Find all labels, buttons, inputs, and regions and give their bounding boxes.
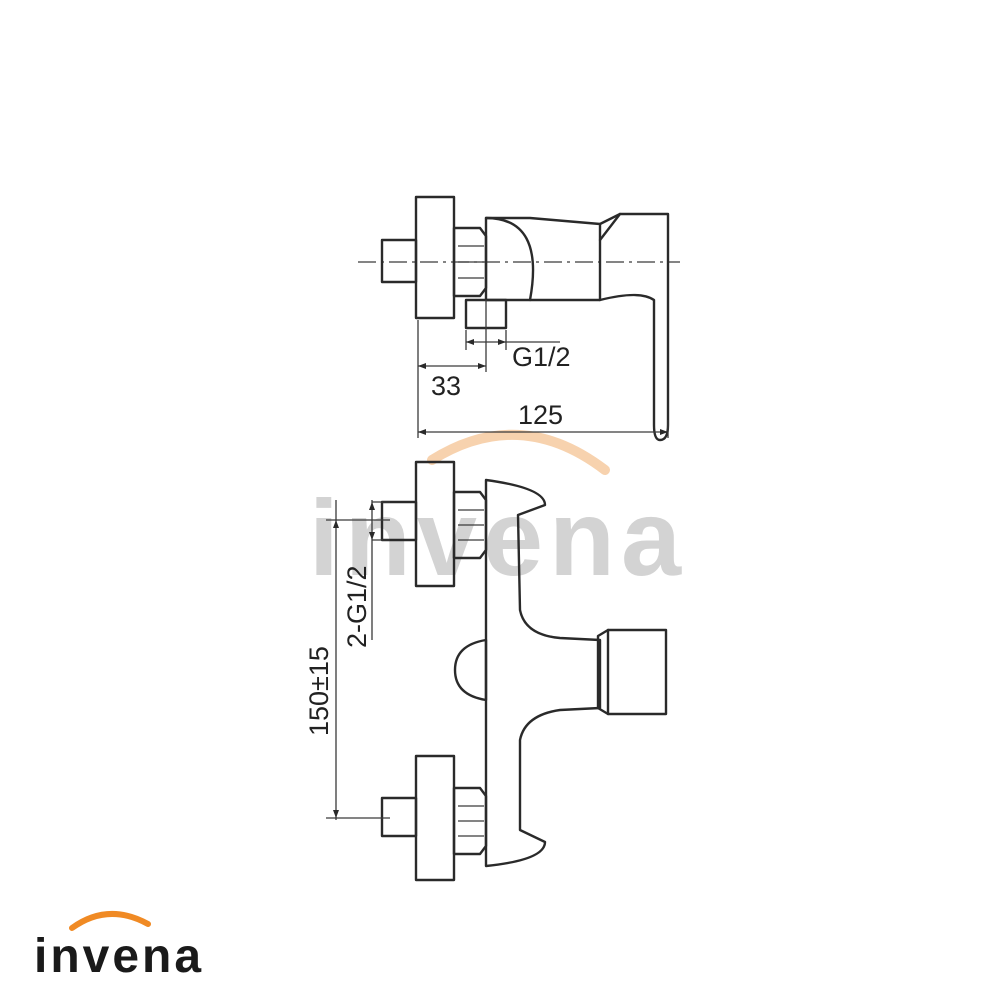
watermark-arc	[427, 429, 610, 475]
front-view: 2-G1/2 150±15	[304, 460, 668, 882]
logo-text: invena	[34, 930, 204, 983]
dim-offset-label: 33	[431, 371, 461, 401]
dim-overall-label: 125	[518, 400, 563, 430]
side-view: G1/2 33 125	[358, 195, 680, 442]
logo-arc	[69, 911, 151, 931]
dim-inlet-threads-label: 2-G1/2	[342, 565, 372, 648]
watermark-text: invena	[309, 477, 687, 598]
dim-spacing-label: 150±15	[304, 646, 334, 736]
brand-logo: invena	[34, 911, 204, 983]
watermark: invena	[309, 429, 687, 598]
dim-thread-top-label: G1/2	[512, 342, 571, 372]
